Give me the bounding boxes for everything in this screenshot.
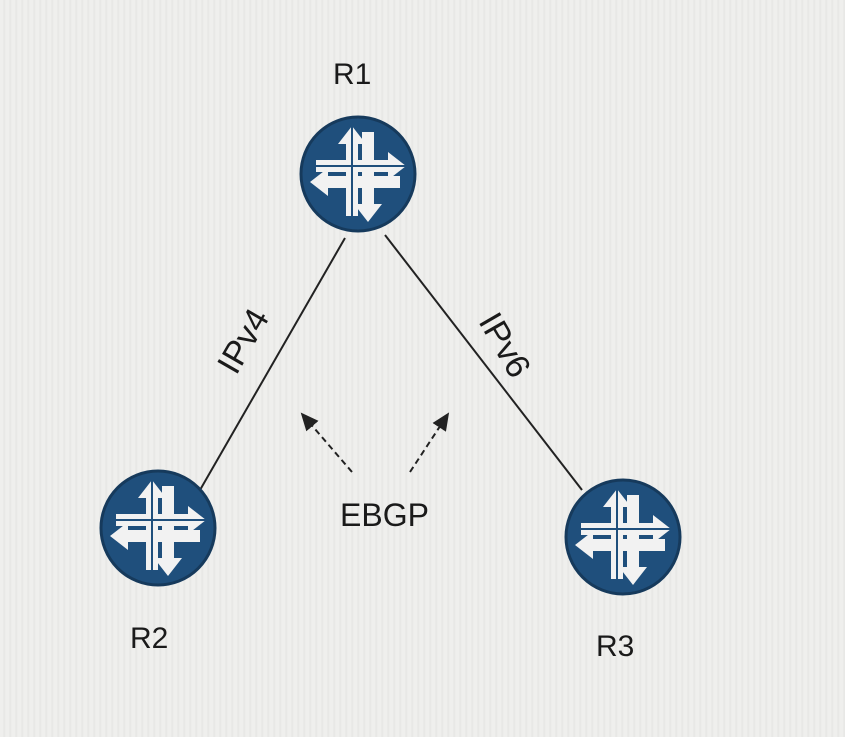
router-label-r3: R3 (596, 630, 635, 663)
router-icon-r3 (564, 478, 682, 596)
link-r1-r2 (199, 237, 346, 491)
router-label-r2: R2 (130, 622, 169, 655)
ebgp-label: EBGP (340, 497, 429, 533)
router-label-r1: R1 (333, 58, 372, 91)
router-icon-r2 (99, 469, 217, 587)
router-icon-r1 (299, 115, 417, 233)
link-r1-r3 (384, 234, 583, 491)
ebgp-arrow-left (300, 412, 353, 473)
ebgp-arrow-right (409, 412, 450, 473)
